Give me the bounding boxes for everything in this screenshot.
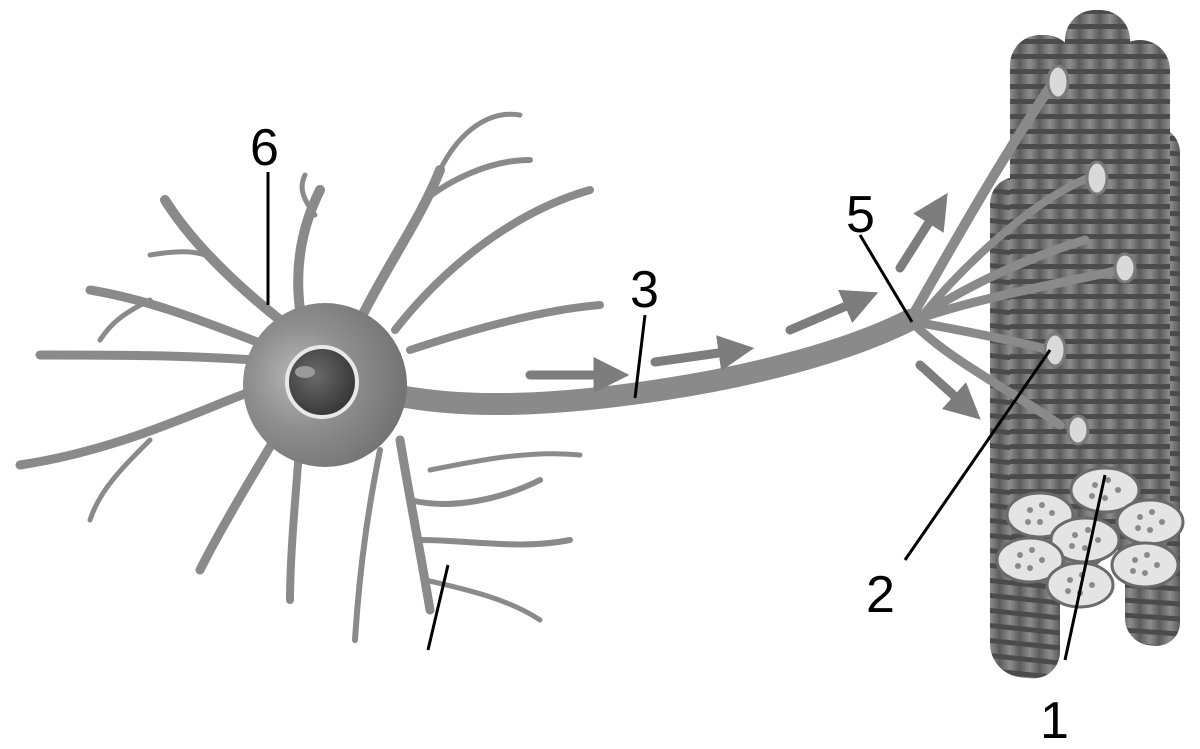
nucleus-highlight <box>295 366 315 378</box>
fiber-cross-sections <box>995 466 1185 609</box>
leader-line-unlabeled <box>426 564 450 651</box>
label-5: 5 <box>846 186 875 244</box>
leader-lines <box>266 172 1107 661</box>
leader-line-1 <box>1063 474 1107 661</box>
leader-line-3 <box>633 314 647 399</box>
axon-shape <box>384 309 921 416</box>
nucleus <box>285 345 359 419</box>
leader-line-5 <box>858 234 914 323</box>
signal-arrows <box>525 192 981 420</box>
dendrites <box>15 111 604 643</box>
axon-terminal-branches <box>905 75 1125 430</box>
label-2: 2 <box>866 566 895 624</box>
neuron <box>15 75 1125 643</box>
label-3: 3 <box>630 261 659 319</box>
muscle-fiber-bundle <box>990 10 1185 679</box>
label-6: 6 <box>250 119 279 177</box>
label-1: 1 <box>1040 692 1069 749</box>
synaptic-knobs <box>1043 64 1137 446</box>
leader-line-2 <box>903 349 1052 561</box>
muscle-fiber-cylinder <box>1110 40 1170 560</box>
